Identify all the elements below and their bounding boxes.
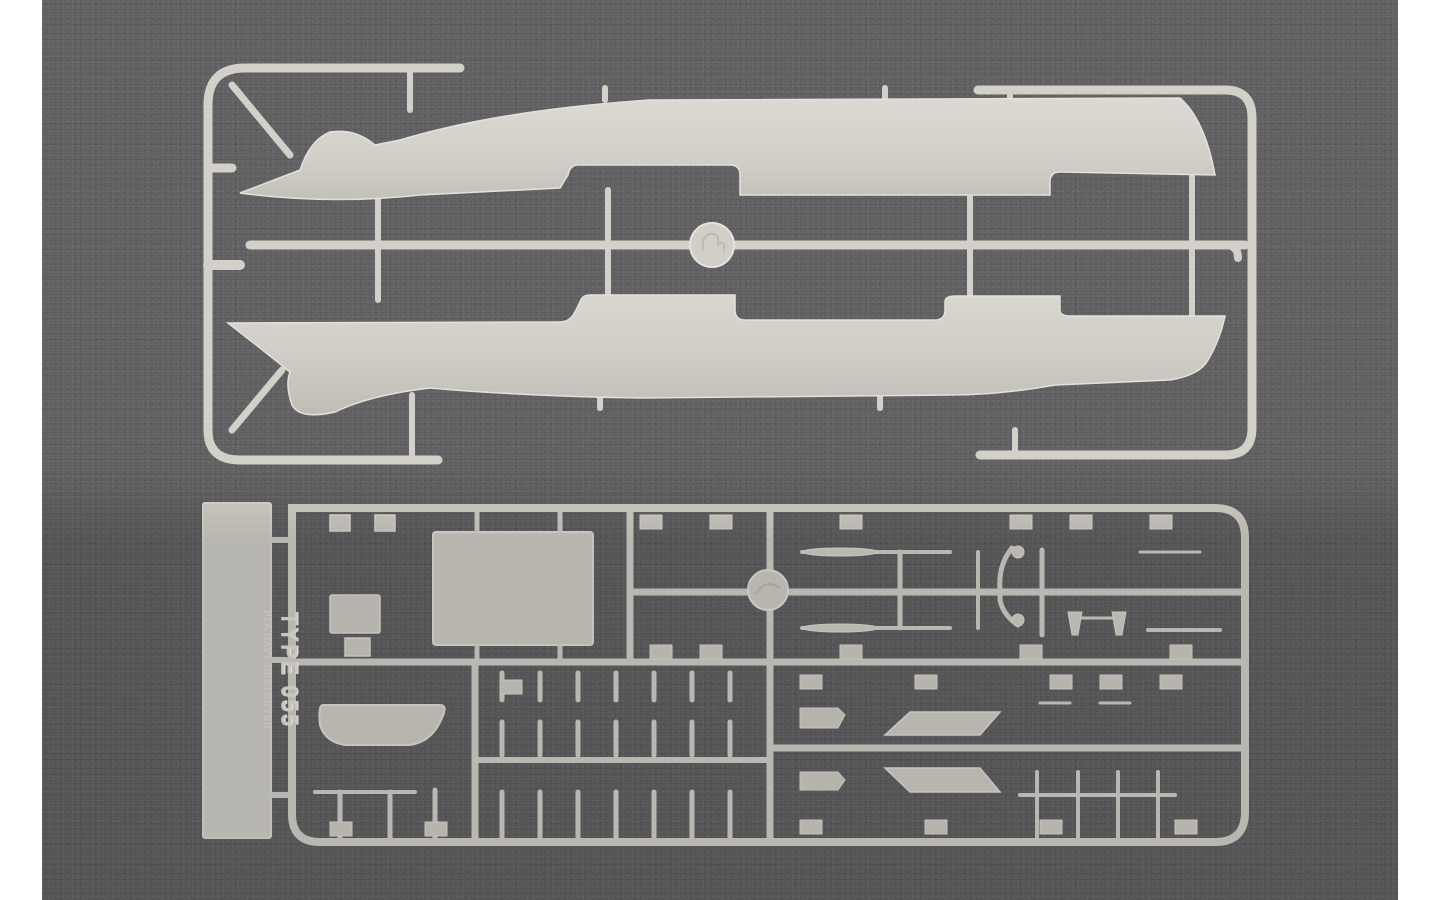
hull-half-upper bbox=[239, 97, 1216, 201]
flat-panel-part bbox=[432, 531, 594, 646]
rounded-deck-piece bbox=[318, 704, 446, 746]
angled-plate-lower bbox=[883, 767, 1002, 793]
angled-plate-upper bbox=[883, 711, 1002, 736]
hull-half-lower bbox=[225, 294, 1226, 416]
small-block-parts bbox=[329, 514, 396, 657]
railing-parts bbox=[1018, 701, 1177, 840]
gate-tabs bbox=[329, 514, 1198, 837]
logo-disc-lower bbox=[747, 569, 789, 611]
tag-title: TYPE 055 bbox=[277, 611, 302, 729]
tag-subtitle: PLA NAVY DESTROYER bbox=[262, 610, 272, 730]
sprue-drawing bbox=[202, 63, 1257, 846]
sprue-name-tag: TYPE 055 PLA NAVY DESTROYER bbox=[254, 505, 310, 835]
sprue-photo: TYPE 055 PLA NAVY DESTROYER bbox=[42, 0, 1398, 900]
logo-disc-upper bbox=[689, 222, 735, 268]
small-fittings-rows bbox=[313, 670, 733, 841]
lower-sprue bbox=[202, 502, 1249, 846]
